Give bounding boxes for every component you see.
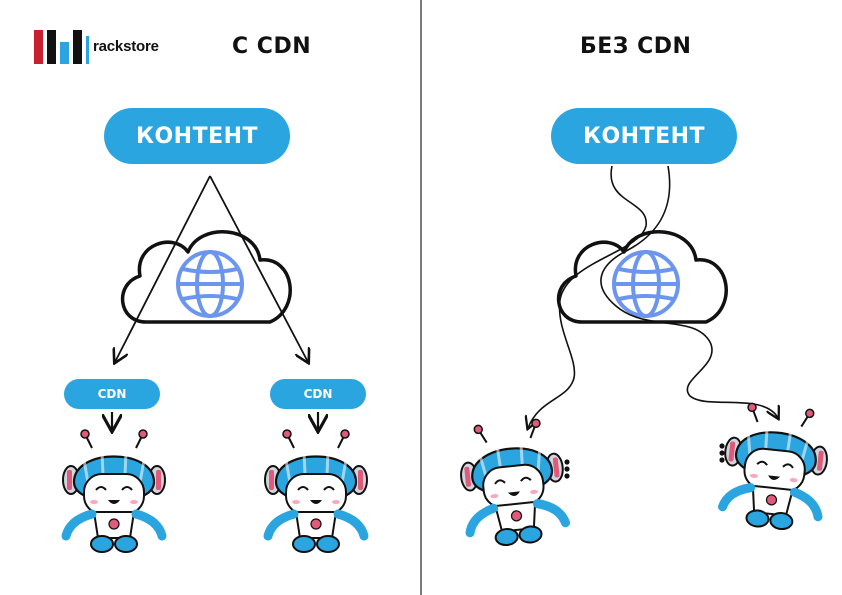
robot-icon [456, 417, 570, 549]
logo-icon [34, 30, 89, 64]
robot-icon [265, 430, 367, 552]
right-heading: БЕЗ CDN [580, 34, 692, 59]
tangled-route-lines [528, 165, 778, 428]
robot-icon [718, 401, 832, 533]
cdn-distribution-lines [115, 175, 308, 362]
cdn-node-1: CDN [64, 379, 160, 409]
cdn-down-arrows [112, 412, 318, 430]
content-node-right: КОНТЕНТ [551, 108, 737, 164]
cloud-globe-icon [120, 229, 293, 324]
cdn-node-2: CDN [270, 379, 366, 409]
cloud-globe-icon [556, 229, 729, 324]
robot-icon [63, 430, 165, 552]
content-node-left: КОНТЕНТ [104, 108, 290, 164]
waiting-dots-icon [564, 443, 725, 479]
left-heading: С CDN [232, 34, 312, 59]
logo-text: rackstore [93, 38, 159, 55]
